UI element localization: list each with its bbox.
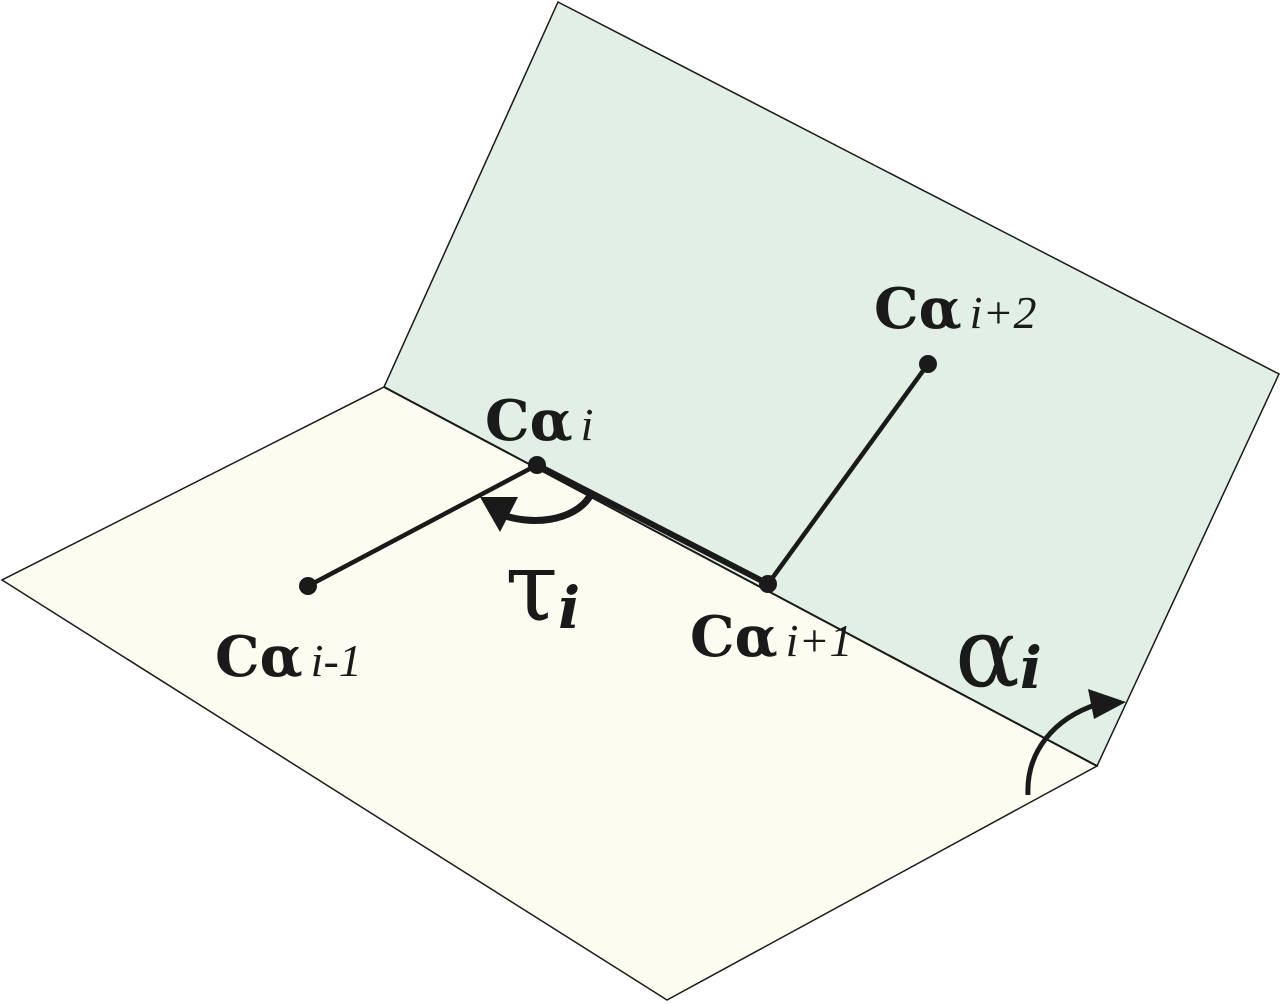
- label-ca-i-main: Cα: [485, 388, 573, 454]
- tau-angle-arc: [498, 493, 593, 524]
- alpha-arrowhead: [1088, 689, 1126, 719]
- label-ca-i-minus-1-main: Cα: [215, 624, 303, 690]
- bond-i-minus-1-to-i: [306, 463, 539, 588]
- label-tau-sub: i: [558, 574, 580, 642]
- atom-ca-i-plus-1: [759, 575, 777, 593]
- label-tau: τi: [505, 531, 580, 643]
- label-alpha-sub: i: [1020, 634, 1042, 702]
- label-ca-i-plus-2-sub: i+2: [970, 287, 1037, 338]
- label-ca-i-plus-1-sub: i+1: [786, 615, 853, 666]
- label-alpha: αi: [955, 597, 1042, 709]
- label-tau-main: τ: [505, 531, 558, 643]
- bond-i-to-i-plus-1: [535, 462, 770, 587]
- atom-ca-i-minus-1: [299, 577, 317, 595]
- label-ca-i-plus-1-main: Cα: [690, 604, 778, 670]
- bond-i-plus-1-to-i-plus-2: [766, 362, 930, 586]
- label-alpha-main: α: [955, 597, 1020, 709]
- hinge-line: [383, 386, 1098, 767]
- label-ca-i-minus-1-sub: i-1: [311, 635, 362, 686]
- tau-arrowhead: [480, 497, 518, 532]
- atom-ca-i-plus-2: [919, 355, 937, 373]
- atom-ca-i: [528, 456, 546, 474]
- alpha-dihedral-arc: [1025, 701, 1099, 796]
- label-ca-i-plus-2-main: Cα: [874, 276, 962, 342]
- label-ca-i-sub: i: [581, 399, 594, 450]
